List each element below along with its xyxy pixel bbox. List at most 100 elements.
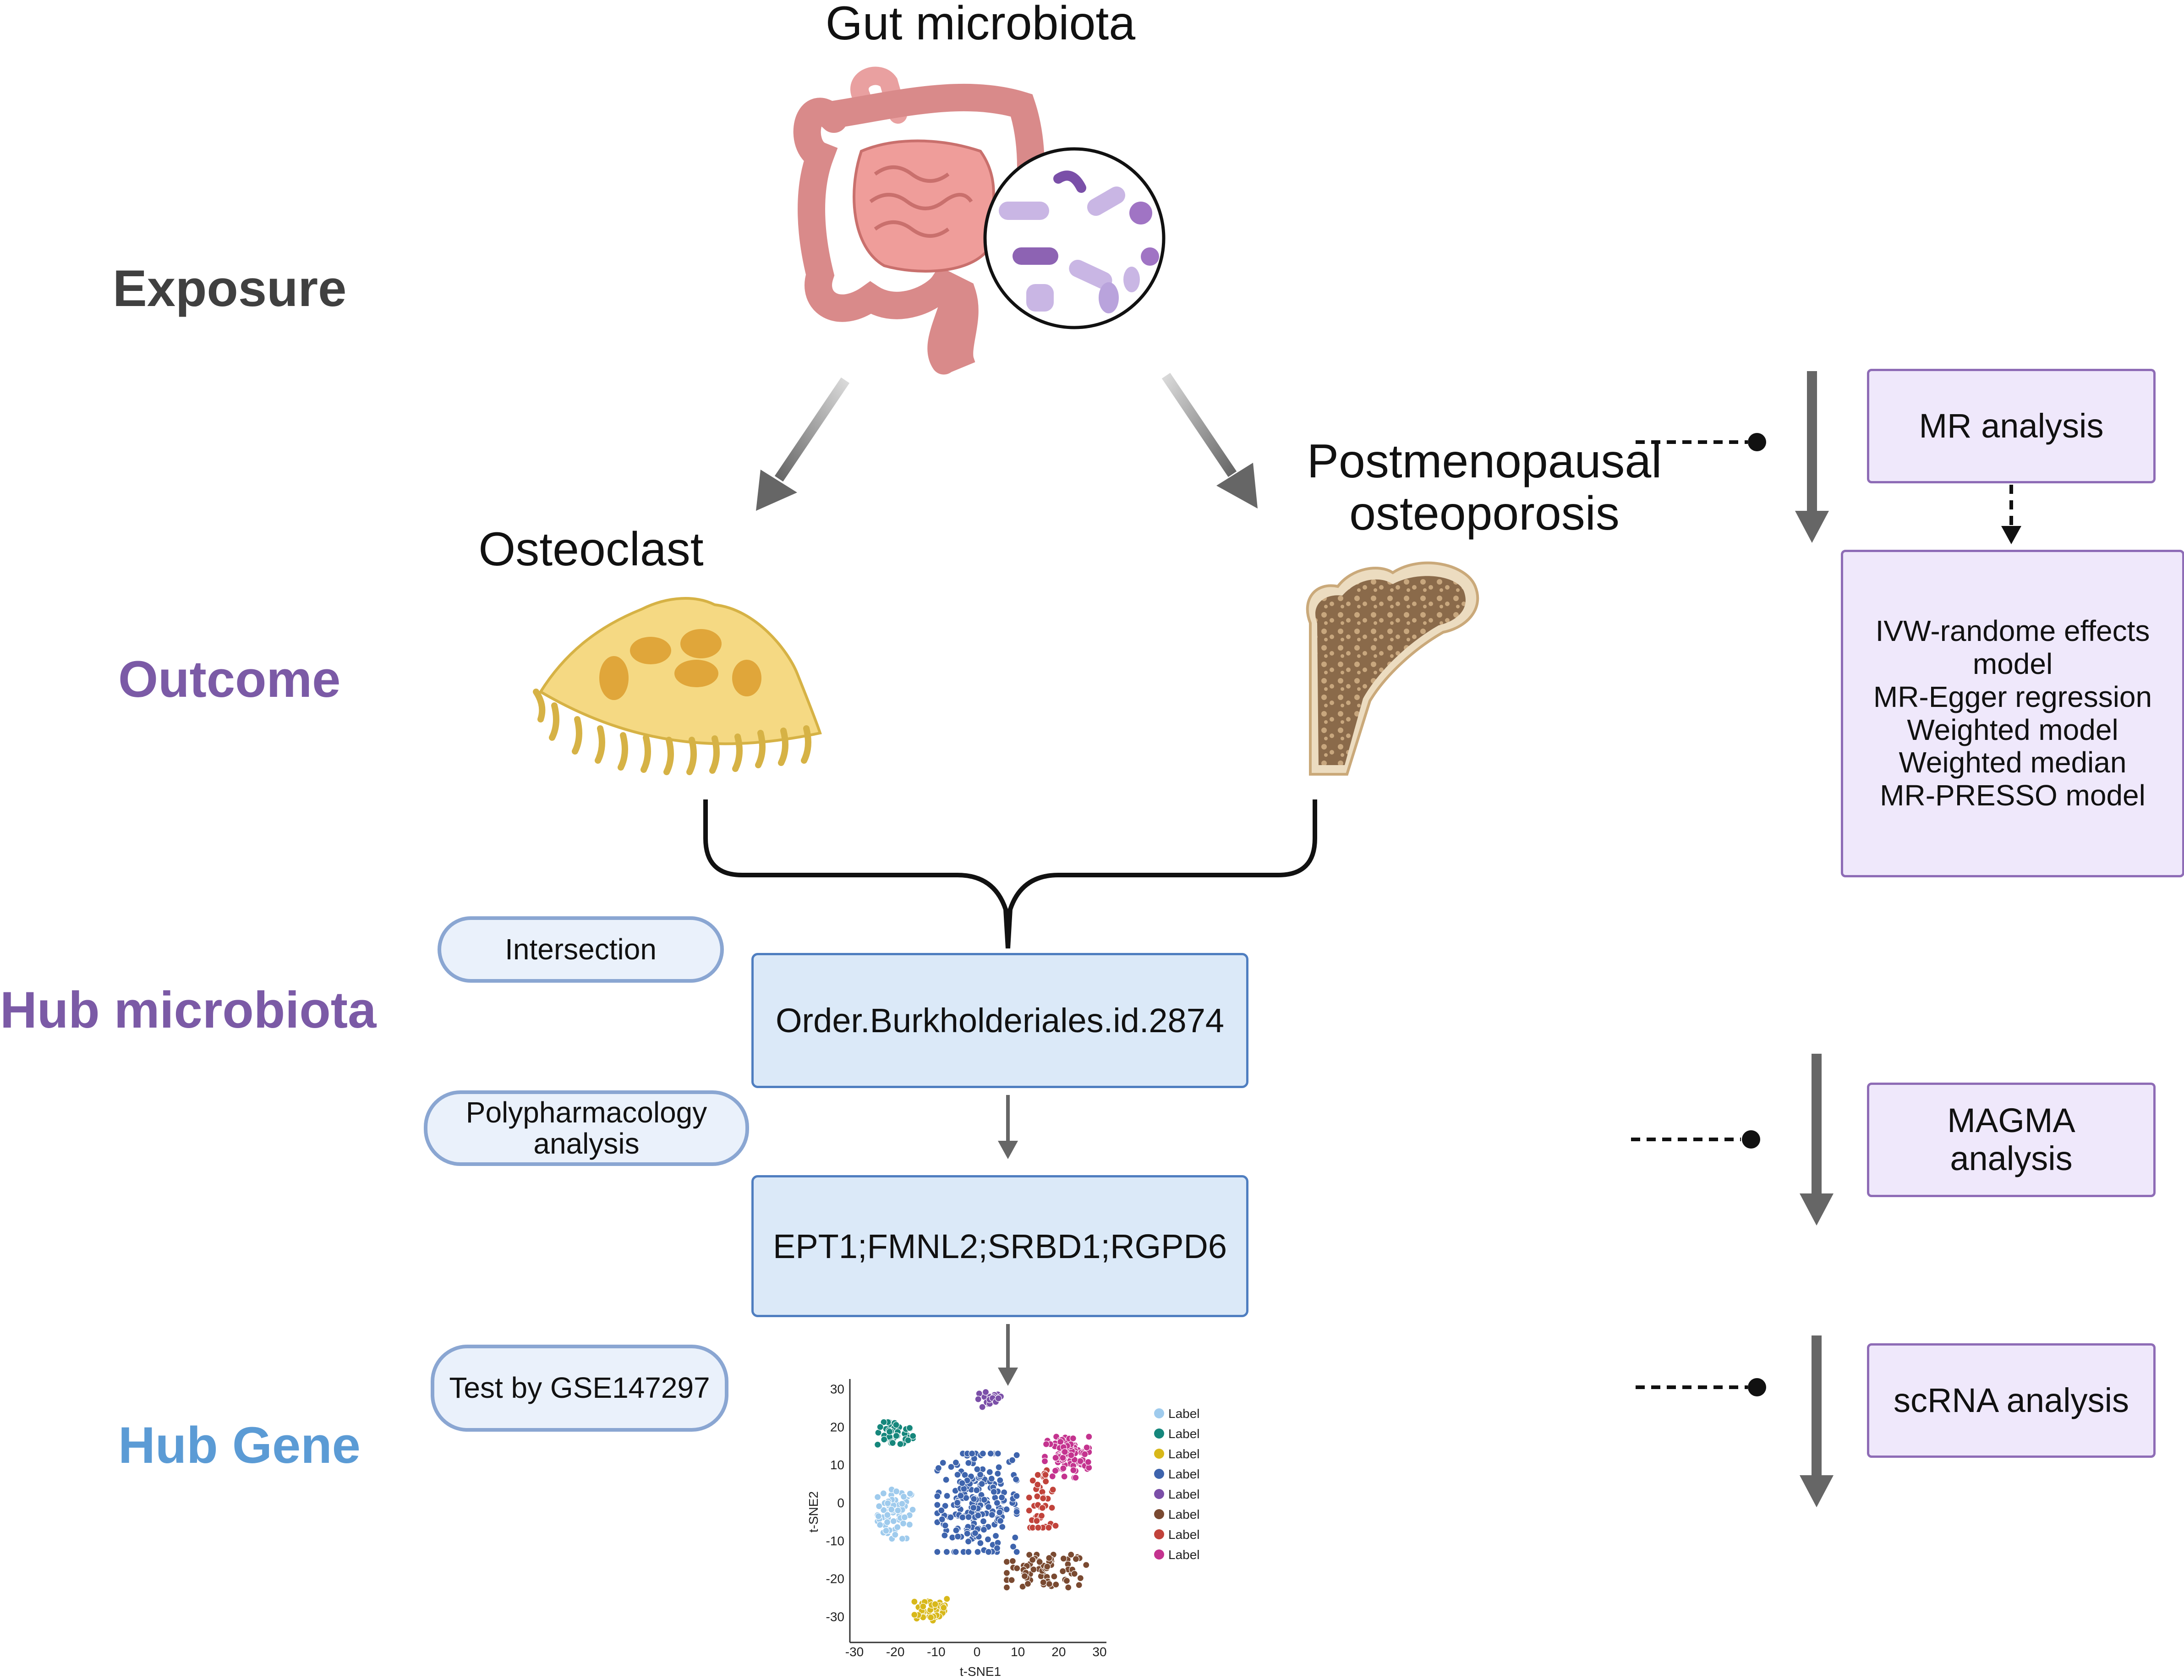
y-axis-label: t-SNE2: [806, 1491, 821, 1532]
scatter-point: [1025, 1507, 1033, 1514]
scatter-point: [894, 1523, 901, 1531]
intersection-pill: Intersection: [438, 916, 724, 983]
scatter-point: [900, 1493, 908, 1500]
scatter-point: [1003, 1558, 1011, 1565]
scatter-point: [954, 1499, 961, 1506]
scatter-point: [1013, 1476, 1020, 1483]
scatter-point: [874, 1441, 881, 1448]
scatter-point: [934, 1501, 941, 1509]
scatter-point: [909, 1432, 917, 1439]
scatter-point: [970, 1495, 978, 1503]
scatter-point: [920, 1603, 927, 1610]
row-label-exposure: Exposure: [113, 260, 347, 317]
magma-analysis-box: MAGMA analysis: [1867, 1083, 2156, 1197]
scatter-point: [1003, 1569, 1011, 1576]
scatter-point: [998, 1494, 1006, 1501]
test-dataset-pill: Test by GSE147297: [431, 1345, 728, 1432]
scatter-point: [1063, 1577, 1070, 1585]
scatter-point: [990, 1488, 997, 1495]
scatter-point: [979, 1450, 986, 1457]
y-tick-label: 20: [830, 1420, 844, 1434]
scatter-point: [1059, 1567, 1067, 1575]
scatter-point: [985, 1503, 992, 1510]
scatter-point: [892, 1488, 900, 1495]
scatter-point: [1072, 1474, 1079, 1482]
scatter-point: [1069, 1434, 1077, 1442]
y-tick-label: -20: [826, 1572, 844, 1586]
row-label-outcome: Outcome: [118, 651, 341, 708]
scatter-point: [1039, 1504, 1046, 1511]
merge-bracket: [703, 799, 1317, 949]
y-tick-label: 10: [830, 1458, 844, 1472]
scatter-point: [882, 1527, 890, 1534]
scatter-point: [1051, 1467, 1059, 1474]
row-label-hub-gene: Hub Gene: [118, 1417, 361, 1474]
scatter-point: [889, 1439, 896, 1447]
scatter-point: [1060, 1555, 1067, 1562]
scatter-point: [941, 1532, 948, 1539]
x-tick-label: -30: [845, 1645, 864, 1659]
microbiota-to-genes-arrow: [998, 1095, 1018, 1159]
osteoclast-cell-icon: [533, 597, 822, 775]
scatter-point: [1083, 1561, 1090, 1569]
x-tick-label: 0: [974, 1645, 981, 1659]
scatter-point: [1030, 1566, 1037, 1573]
scatter-point: [1034, 1471, 1041, 1478]
genes-to-scrna-arrow: [998, 1324, 1018, 1386]
mr-analysis-box: MR analysis: [1867, 369, 2156, 483]
scatter-point: [1083, 1444, 1090, 1451]
scatter-point: [1012, 1534, 1019, 1541]
scatter-point: [1029, 1556, 1036, 1564]
scatter-point: [909, 1506, 916, 1513]
scrna-analysis-box: scRNA analysis: [1867, 1343, 2156, 1458]
scatter-point: [1042, 1478, 1050, 1485]
scatter-point: [1049, 1472, 1056, 1480]
row-label-hub-microbiota: Hub microbiota: [0, 981, 377, 1039]
scatter-point: [898, 1535, 906, 1543]
scatter-point: [995, 1395, 1002, 1402]
x-tick-label: 30: [1092, 1645, 1106, 1659]
scatter-point: [939, 1459, 947, 1467]
legend-label: Label: [1168, 1527, 1200, 1542]
mr-method-item: Weighted median: [1899, 746, 2127, 779]
scatter-point: [993, 1544, 1001, 1552]
magma-line1: MAGMA: [1947, 1101, 2075, 1140]
scatter-point: [958, 1479, 966, 1487]
scatter-point: [1084, 1458, 1092, 1466]
scatter-point: [938, 1507, 945, 1514]
legend-label: Label: [1168, 1467, 1200, 1481]
scatter-point: [1033, 1517, 1040, 1525]
hub-microbiota-box: Order.Burkholderiales.id.2874: [751, 953, 1248, 1088]
polypharmacology-pill-line2: analysis: [533, 1127, 640, 1160]
scatter-point: [892, 1421, 900, 1428]
scatter-point: [1013, 1451, 1020, 1459]
legend-marker: [1154, 1469, 1164, 1479]
x-tick-label: -20: [886, 1645, 904, 1659]
scatter-point: [1040, 1579, 1047, 1586]
scatter-point: [974, 1548, 981, 1556]
scatter-point: [1065, 1584, 1072, 1591]
scatter-point: [1044, 1563, 1051, 1571]
scatter-point: [986, 1468, 993, 1476]
bacteria-magnifier-icon: [983, 147, 1166, 329]
scatter-point: [963, 1530, 971, 1537]
x-tick-label: 20: [1051, 1645, 1066, 1659]
scatter-point: [977, 1471, 984, 1478]
scatter-point: [975, 1390, 983, 1397]
scatter-point: [1081, 1450, 1089, 1458]
scatter-point: [965, 1538, 972, 1545]
legend-label: Label: [1168, 1548, 1200, 1562]
scatter-point: [876, 1503, 883, 1510]
scatter-point: [886, 1428, 893, 1435]
scatter-point: [1067, 1551, 1075, 1558]
scatter-point: [1008, 1456, 1016, 1464]
scatter-point: [978, 1480, 985, 1488]
osteoclast-title: Osteoclast: [478, 523, 704, 576]
scatter-point: [906, 1424, 914, 1432]
scatter-point: [935, 1464, 942, 1472]
scatter-point: [1052, 1454, 1059, 1461]
scatter-point: [1077, 1575, 1084, 1582]
scatter-point: [974, 1512, 982, 1519]
x-tick-label: -10: [927, 1645, 945, 1659]
scatter-point: [1021, 1572, 1029, 1580]
